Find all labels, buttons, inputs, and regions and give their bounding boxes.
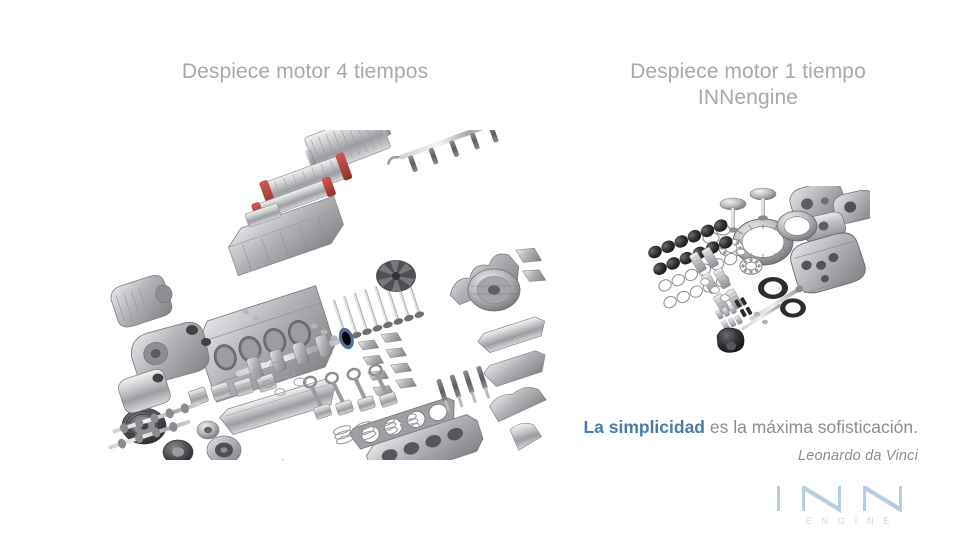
quote-block: La simplicidad es la máxima sofisticació… bbox=[498, 416, 918, 464]
quote-author: Leonardo da Vinci bbox=[797, 447, 918, 464]
innengine-logo: ENGINE bbox=[775, 484, 920, 532]
right-panel-title: Despiece motor 1 tiempo INNengine bbox=[630, 60, 866, 109]
inn-logo-mark bbox=[777, 486, 902, 513]
engine-wordmark: ENGINE bbox=[805, 516, 900, 527]
four-stroke-engine-exploded-image bbox=[96, 130, 556, 460]
quote-highlight: La simplicidad bbox=[583, 417, 705, 437]
innengine-exploded-image bbox=[645, 186, 870, 381]
quote-rest: es la máxima sofisticación. bbox=[705, 417, 918, 437]
left-panel-title: Despiece motor 4 tiempos bbox=[181, 60, 429, 83]
quote-text: La simplicidad es la máxima sofisticació… bbox=[498, 416, 918, 440]
